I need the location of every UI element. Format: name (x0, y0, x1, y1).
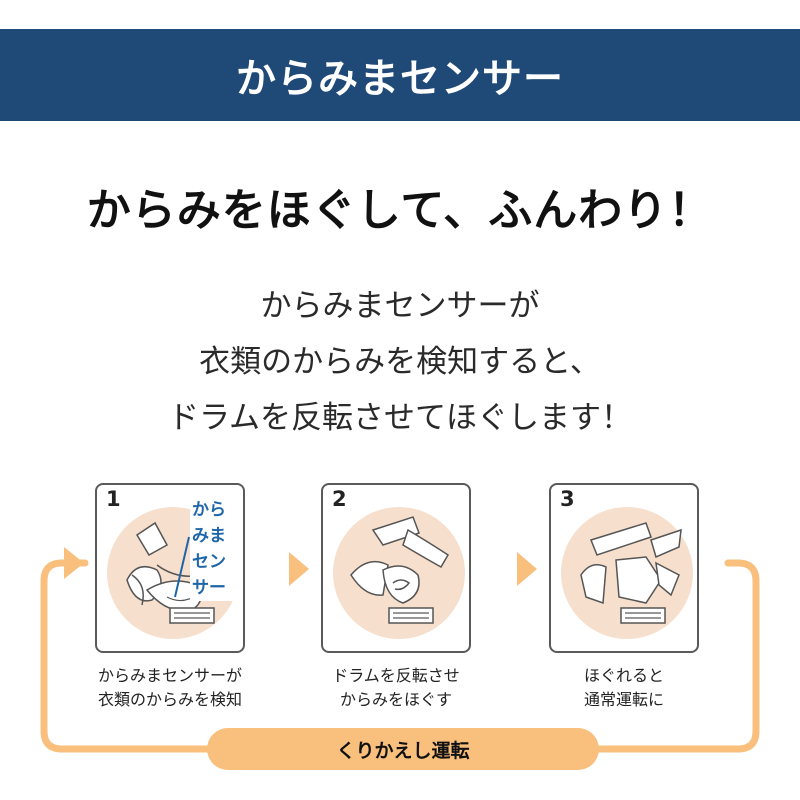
caption-line: ドラムを反転させ (332, 666, 460, 685)
body-line: ドラムを反転させてほぐします！ (167, 400, 633, 436)
sensor-label-line: からみま (192, 500, 226, 546)
caption-line: ほぐれると (583, 666, 664, 685)
step-number: 1 (106, 487, 121, 511)
step-arrow-2 (517, 552, 537, 586)
loosening-laundry-illustration (333, 507, 465, 639)
body-line: からみまセンサーが (260, 288, 540, 324)
step-number: 2 (332, 487, 347, 511)
sensor-label-line: センサー (192, 552, 226, 598)
step-arrow-1 (289, 552, 309, 586)
step-panel-3: 3 (549, 483, 699, 653)
loose-laundry-illustration (561, 507, 693, 639)
headline: からみをほぐして、ふんわり！ (86, 185, 714, 236)
step-caption-1: からみまセンサーが 衣類のからみを検知 (70, 664, 270, 712)
caption-line: 通常運転に (583, 690, 664, 709)
repeat-operation-label: くりかえし運転 (207, 728, 599, 770)
repeat-operation-text: くりかえし運転 (336, 739, 470, 762)
caption-line: 衣類のからみを検知 (97, 690, 242, 709)
header-band: からみまセンサー (0, 29, 800, 121)
step-panel-2: 2 (321, 483, 471, 653)
step-panel-1: 1 からみま センサー (95, 483, 245, 653)
caption-line: からみをほぐす (339, 690, 452, 709)
caption-line: からみまセンサーが (97, 666, 242, 685)
step-caption-2: ドラムを反転させ からみをほぐす (296, 664, 496, 712)
loop-arrow-head (64, 547, 84, 579)
body-line: 衣類のからみを検知すると、 (199, 344, 601, 380)
step-caption-3: ほぐれると 通常運転に (524, 664, 724, 712)
body-text: からみまセンサーが 衣類のからみを検知すると、 ドラムを反転させてほぐします！ (0, 278, 800, 446)
sensor-label: からみま センサー (190, 497, 243, 601)
step-number: 3 (560, 487, 575, 511)
header-title: からみまセンサー (236, 56, 564, 102)
